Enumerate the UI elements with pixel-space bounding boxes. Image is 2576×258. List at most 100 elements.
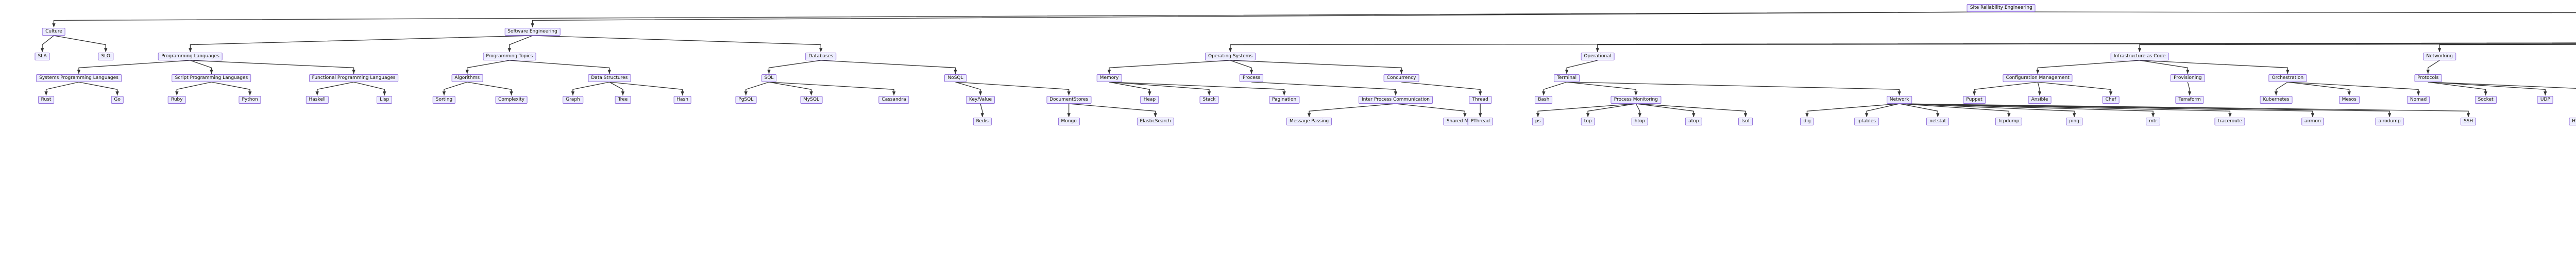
node-mysql[interactable]: MySQL — [800, 96, 823, 104]
edge-network-to-iptables — [1865, 103, 1900, 117]
node-pthread[interactable]: PThread — [1467, 118, 1493, 125]
node-concurrency[interactable]: Concurrency — [1383, 74, 1419, 82]
edge-os-to-concurrency — [1230, 60, 1403, 74]
edge-orchestration-to-mesos — [2287, 82, 2351, 95]
node-mtr[interactable]: mtr — [2146, 118, 2161, 125]
node-messagepassing[interactable]: Message Passing — [1286, 118, 1332, 125]
node-kubernetes[interactable]: Kubernetes — [2260, 96, 2293, 104]
node-traceroute[interactable]: traceroute — [2214, 118, 2245, 125]
node-process[interactable]: Process — [1240, 74, 1264, 82]
node-chef[interactable]: Chef — [2102, 96, 2120, 104]
node-pgsql[interactable]: PgSQL — [735, 96, 757, 104]
node-procmon[interactable]: Process Monitoring — [1611, 96, 1661, 104]
node-databases[interactable]: Databases — [805, 53, 837, 60]
node-ansible[interactable]: Ansible — [2028, 96, 2052, 104]
edge-network-to-ping — [1899, 103, 2076, 117]
node-graph[interactable]: Graph — [563, 96, 583, 104]
node-atop[interactable]: atop — [1685, 118, 1702, 125]
node-orchestration[interactable]: Orchestration — [2268, 74, 2307, 82]
node-networking[interactable]: Networking — [2423, 53, 2456, 60]
edge-swe-to-proglang — [189, 35, 533, 52]
node-redis[interactable]: Redis — [973, 118, 992, 125]
node-keyvalue[interactable]: Key/Value — [965, 96, 995, 104]
node-iac[interactable]: Infrastructure as Code — [2110, 53, 2169, 60]
node-airmon[interactable]: airmon — [2301, 118, 2324, 125]
edge-protocols-to-socket — [2428, 82, 2487, 95]
node-ps[interactable]: ps — [1532, 118, 1544, 125]
node-algorithms[interactable]: Algorithms — [451, 74, 483, 82]
node-sysprog[interactable]: Systems Programming Languages — [36, 74, 122, 82]
node-socket[interactable]: Socket — [2475, 96, 2497, 104]
node-dig[interactable]: dig — [1800, 118, 1814, 125]
edge-sre-to-swe — [531, 11, 2002, 27]
node-os[interactable]: Operating Systems — [1205, 53, 1256, 60]
node-docstores[interactable]: DocumentStores — [1046, 96, 1092, 104]
edge-network-to-mtr — [1899, 103, 2155, 117]
node-mesos[interactable]: Mesos — [2338, 96, 2360, 104]
node-nomad[interactable]: Nomad — [2406, 96, 2430, 104]
node-datastruct[interactable]: Data Structures — [588, 74, 631, 82]
node-go[interactable]: Go — [111, 96, 124, 104]
node-netstat[interactable]: netstat — [1926, 118, 1950, 125]
node-sla[interactable]: SLA — [35, 53, 50, 60]
node-elasticsearch[interactable]: ElasticSearch — [1137, 118, 1174, 125]
node-tcpdump[interactable]: tcpdump — [1995, 118, 2023, 125]
node-iptables[interactable]: iptables — [1854, 118, 1879, 125]
node-nosql[interactable]: NoSQL — [944, 74, 967, 82]
node-htop[interactable]: htop — [1631, 118, 1649, 125]
node-culture[interactable]: Culture — [42, 28, 65, 36]
edge-datastruct-to-graph — [571, 82, 609, 95]
node-lisp[interactable]: Lisp — [377, 96, 393, 104]
node-ruby[interactable]: Ruby — [167, 96, 186, 104]
node-network[interactable]: Network — [1886, 96, 1912, 104]
node-top[interactable]: top — [1581, 118, 1595, 125]
edge-sysprog-to-go — [78, 82, 119, 95]
node-ssh[interactable]: SSH — [2460, 118, 2477, 125]
node-udp[interactable]: UDP — [2537, 96, 2553, 104]
node-configmgmt[interactable]: Configuration Management — [2003, 74, 2073, 82]
node-python[interactable]: Python — [239, 96, 261, 104]
node-http[interactable]: HTTP — [2569, 118, 2576, 125]
node-haskell[interactable]: Haskell — [306, 96, 329, 104]
node-thread[interactable]: Thread — [1469, 96, 1492, 104]
node-sql[interactable]: SQL — [761, 74, 777, 82]
node-progtopics[interactable]: Programming Topics — [483, 53, 536, 60]
edge-network-to-netstat — [1899, 103, 1940, 117]
node-tree[interactable]: Tree — [615, 96, 631, 104]
node-ping[interactable]: ping — [2066, 118, 2082, 125]
node-puppet[interactable]: Puppet — [1963, 96, 1986, 104]
node-cassandra[interactable]: Cassandra — [878, 96, 909, 104]
node-stack[interactable]: Stack — [1199, 96, 1219, 104]
edge-process-to-ipc — [1251, 82, 1398, 95]
node-slo[interactable]: SLO — [98, 53, 113, 60]
node-ipc[interactable]: Inter Process Communication — [1358, 96, 1433, 104]
node-lsof[interactable]: lsof — [1738, 118, 1753, 125]
node-proglang[interactable]: Programming Languages — [158, 53, 223, 60]
node-terminal[interactable]: Terminal — [1554, 74, 1580, 82]
node-pagination[interactable]: Pagination — [1268, 96, 1300, 104]
node-complexity[interactable]: Complexity — [495, 96, 528, 104]
edge-databases-to-sql — [767, 60, 821, 74]
node-sre[interactable]: Site Reliability Engineering — [1967, 4, 2036, 12]
node-funcprog[interactable]: Functional Programming Languages — [309, 74, 399, 82]
node-swe[interactable]: Software Engineering — [504, 28, 561, 36]
node-hash[interactable]: Hash — [673, 96, 691, 104]
node-airodump[interactable]: airodump — [2375, 118, 2404, 125]
node-memory[interactable]: Memory — [1096, 74, 1122, 82]
node-rust[interactable]: Rust — [38, 96, 55, 104]
edge-network-to-airmon — [1899, 103, 2315, 117]
node-provisioning[interactable]: Provisioning — [2171, 74, 2205, 82]
node-operational[interactable]: Operational — [1581, 53, 1615, 60]
edge-terminal-to-procmon — [1566, 82, 1638, 95]
edge-ops-to-iac — [2138, 43, 2576, 52]
node-scriptprog[interactable]: Script Programming Languages — [172, 74, 251, 82]
node-mongo[interactable]: Mongo — [1058, 118, 1080, 125]
edge-procmon-to-lsof — [1636, 103, 1748, 117]
node-sorting[interactable]: Sorting — [432, 96, 456, 104]
node-terraform[interactable]: Terraform — [2175, 96, 2204, 104]
edge-os-to-memory — [1107, 60, 1231, 74]
edge-procmon-to-top — [1586, 103, 1636, 117]
node-bash[interactable]: Bash — [1535, 96, 1553, 104]
node-heap[interactable]: Heap — [1140, 96, 1159, 104]
node-protocols[interactable]: Protocols — [2414, 74, 2442, 82]
